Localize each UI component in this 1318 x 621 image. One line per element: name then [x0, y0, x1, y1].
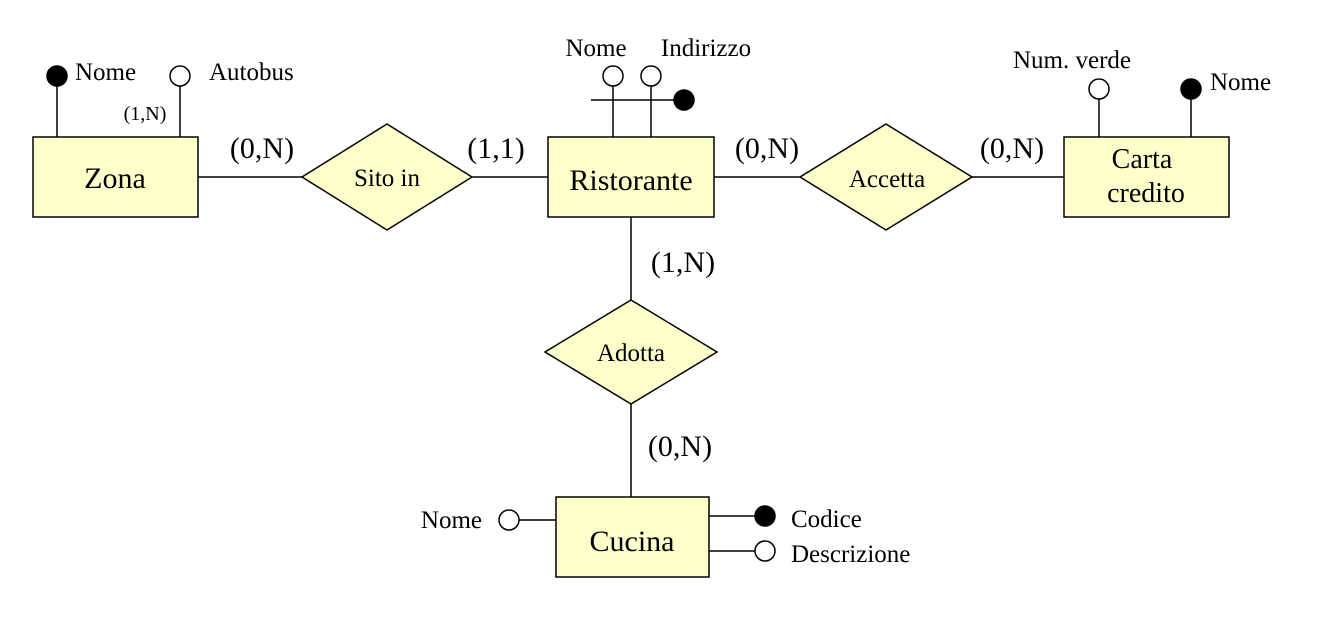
entity-ristorante: [547, 136, 715, 218]
entity-zona: [32, 136, 199, 218]
entity-carta-label-line2: credito: [1107, 178, 1185, 209]
entity-cucina: [555, 496, 710, 578]
cardinality-carta-accetta: (0,N): [980, 132, 1044, 165]
attr-ristorante-nome-label: Nome: [565, 35, 626, 62]
entity-ristorante-label: Ristorante: [569, 164, 692, 197]
attribute-circle: [754, 540, 776, 562]
attr-carta-nome-label: Nome: [1210, 69, 1271, 96]
entity-carta-label-line1: Carta: [1112, 144, 1173, 175]
attr-zona-autobus-label: Autobus: [209, 59, 294, 86]
key-attribute-dot: [673, 89, 695, 111]
attribute-circle: [498, 509, 520, 531]
entity-carta-credito: [1063, 136, 1230, 218]
relationship-accetta-label: Accetta: [849, 166, 925, 193]
cardinality-ristorante-adotta: (1,N): [651, 246, 715, 279]
entity-zona-label: Zona: [84, 162, 146, 195]
key-attribute-dot: [46, 65, 68, 87]
cardinality-zona-autobus: (1,N): [124, 103, 167, 125]
key-attribute-dot: [1180, 78, 1202, 100]
attr-zona-nome-label: Nome: [75, 59, 136, 86]
attr-ristorante-indirizzo-label: Indirizzo: [661, 35, 751, 62]
cardinality-ristorante-sito-in: (1,1): [467, 132, 524, 165]
attribute-circle: [602, 65, 624, 87]
attribute-circle: [169, 65, 191, 87]
entity-cucina-label: Cucina: [590, 525, 675, 558]
attribute-circle: [640, 65, 662, 87]
attribute-circle: [1088, 78, 1110, 100]
relationship-sito-in-label: Sito in: [354, 165, 420, 192]
attr-carta-num-verde-label: Num. verde: [1013, 47, 1131, 74]
cardinality-ristorante-accetta: (0,N): [735, 132, 799, 165]
attr-cucina-codice-label: Codice: [791, 506, 862, 533]
key-attribute-dot: [754, 505, 776, 527]
relationship-accetta: [798, 123, 974, 231]
relationship-sito-in: [300, 123, 474, 231]
relationship-adotta: [543, 299, 719, 405]
attr-cucina-descrizione-label: Descrizione: [791, 541, 910, 568]
cardinality-zona-sito-in: (0,N): [230, 132, 294, 165]
attr-cucina-nome-label: Nome: [421, 507, 482, 534]
cardinality-cucina-adotta: (0,N): [648, 430, 712, 463]
relationship-adotta-label: Adotta: [597, 340, 665, 367]
